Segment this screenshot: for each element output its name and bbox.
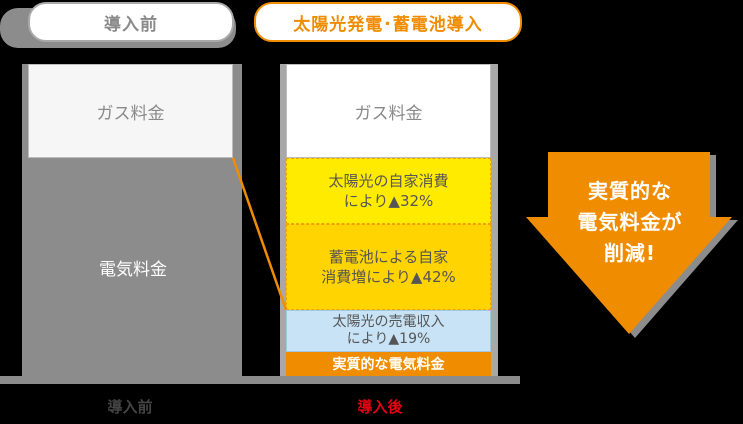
- self-consumption-line2: により▲32%: [343, 192, 434, 210]
- before-gas-label: ガス料金: [96, 103, 165, 124]
- arrow-text: 実質的な 電気料金が 削減!: [540, 176, 720, 269]
- before-electricity-segment: 電気料金: [28, 158, 238, 376]
- before-electricity-label: 電気料金: [99, 259, 167, 280]
- battery-line1: 蓄電池による自家: [328, 248, 449, 266]
- after-self-consumption-segment: 太陽光の自家消費により▲32%: [286, 158, 491, 224]
- after-battery-segment: 蓄電池による自家消費増により▲42%: [286, 224, 491, 310]
- selling-line1: 太陽光の売電収入: [332, 314, 445, 330]
- arrow-line2: 電気料金が: [577, 210, 683, 234]
- before-gas-segment: ガス料金: [28, 64, 233, 158]
- self-consumption-line1: 太陽光の自家消費: [328, 172, 449, 190]
- bottom-label-after: 導入後: [357, 398, 403, 416]
- arrow-line3: 削減!: [603, 241, 657, 265]
- header-before: 導入前: [28, 2, 234, 42]
- after-gas-label: ガス料金: [354, 103, 423, 124]
- battery-line2: 消費増により▲42%: [321, 268, 456, 286]
- selling-line2: により▲19%: [346, 331, 431, 347]
- down-arrow-icon: [526, 152, 738, 338]
- bottom-label-before: 導入前: [107, 398, 153, 416]
- after-gas-segment: ガス料金: [286, 64, 491, 158]
- real-cost-label: 実質的な電気料金: [332, 357, 445, 373]
- after-real-cost-segment: 実質的な電気料金: [286, 352, 491, 376]
- arrow-line1: 実質的な: [588, 179, 672, 203]
- header-after: 太陽光発電･蓄電池導入: [254, 2, 522, 42]
- after-selling-segment: 太陽光の売電収入により▲19%: [286, 310, 491, 352]
- baseline: [0, 376, 520, 384]
